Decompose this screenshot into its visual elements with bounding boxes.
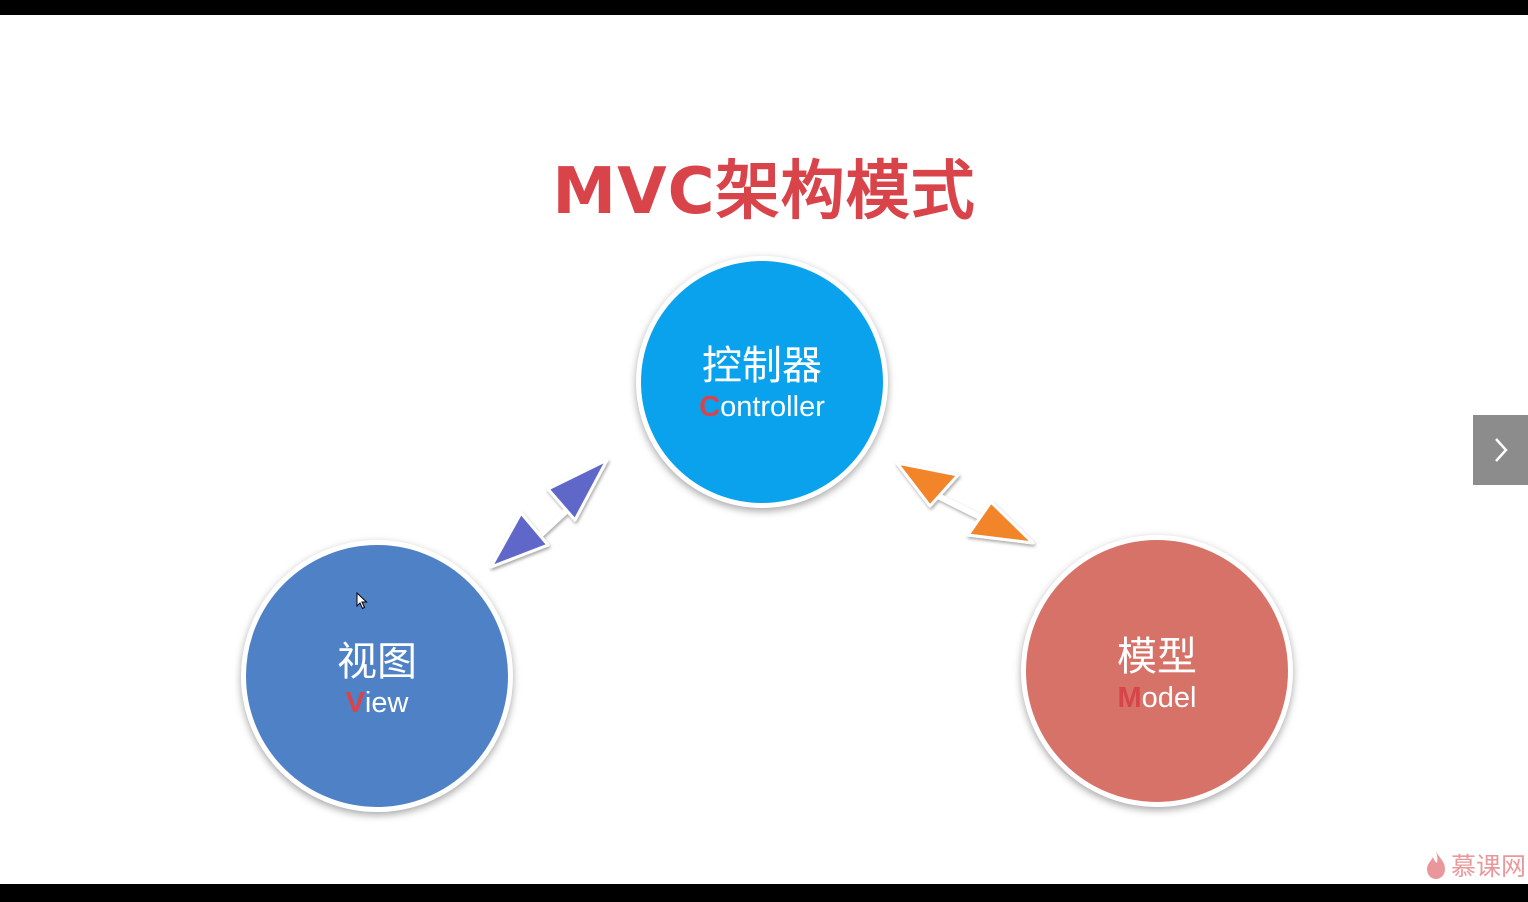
- watermark-text: 慕课网: [1450, 852, 1526, 881]
- controller-model-arrow: [895, 461, 1035, 545]
- view-label-en: View: [337, 684, 417, 722]
- controller-label-en: Controller: [699, 388, 825, 426]
- mouse-cursor-icon: [356, 592, 368, 610]
- view-node: 视图 View: [241, 540, 513, 812]
- model-node: 模型 Model: [1021, 535, 1293, 807]
- arrowhead-to-view: [489, 511, 550, 569]
- next-slide-button[interactable]: [1473, 415, 1528, 485]
- view-label-zh: 视图: [337, 639, 417, 685]
- watermark: 慕课网: [1425, 848, 1526, 882]
- view-controller-arrow: [489, 458, 609, 569]
- slide: MVC架构模式 控制器 Controller 视图 View: [0, 15, 1528, 884]
- model-label-zh: 模型: [1117, 634, 1197, 680]
- connection-arrows: [489, 458, 1035, 569]
- chevron-right-icon: [1494, 438, 1508, 462]
- slide-title: MVC架构模式: [552, 155, 976, 229]
- arrowhead-to-controller: [895, 461, 960, 508]
- controller-label-en-rest: ontroller: [720, 391, 825, 423]
- controller-label-zh: 控制器: [701, 343, 822, 389]
- view-label-en-rest: iew: [364, 687, 409, 719]
- model-label-en: Model: [1117, 679, 1197, 717]
- arrowhead-to-controller: [546, 458, 609, 522]
- arrowhead-to-model: [966, 500, 1035, 545]
- model-label-en-initial: M: [1117, 682, 1142, 714]
- controller-node: 控制器 Controller: [636, 256, 888, 508]
- controller-label-en-initial: C: [699, 391, 721, 423]
- model-label-en-rest: odel: [1141, 682, 1197, 714]
- flame-logo-icon: [1426, 851, 1445, 879]
- view-label-en-initial: V: [345, 687, 365, 719]
